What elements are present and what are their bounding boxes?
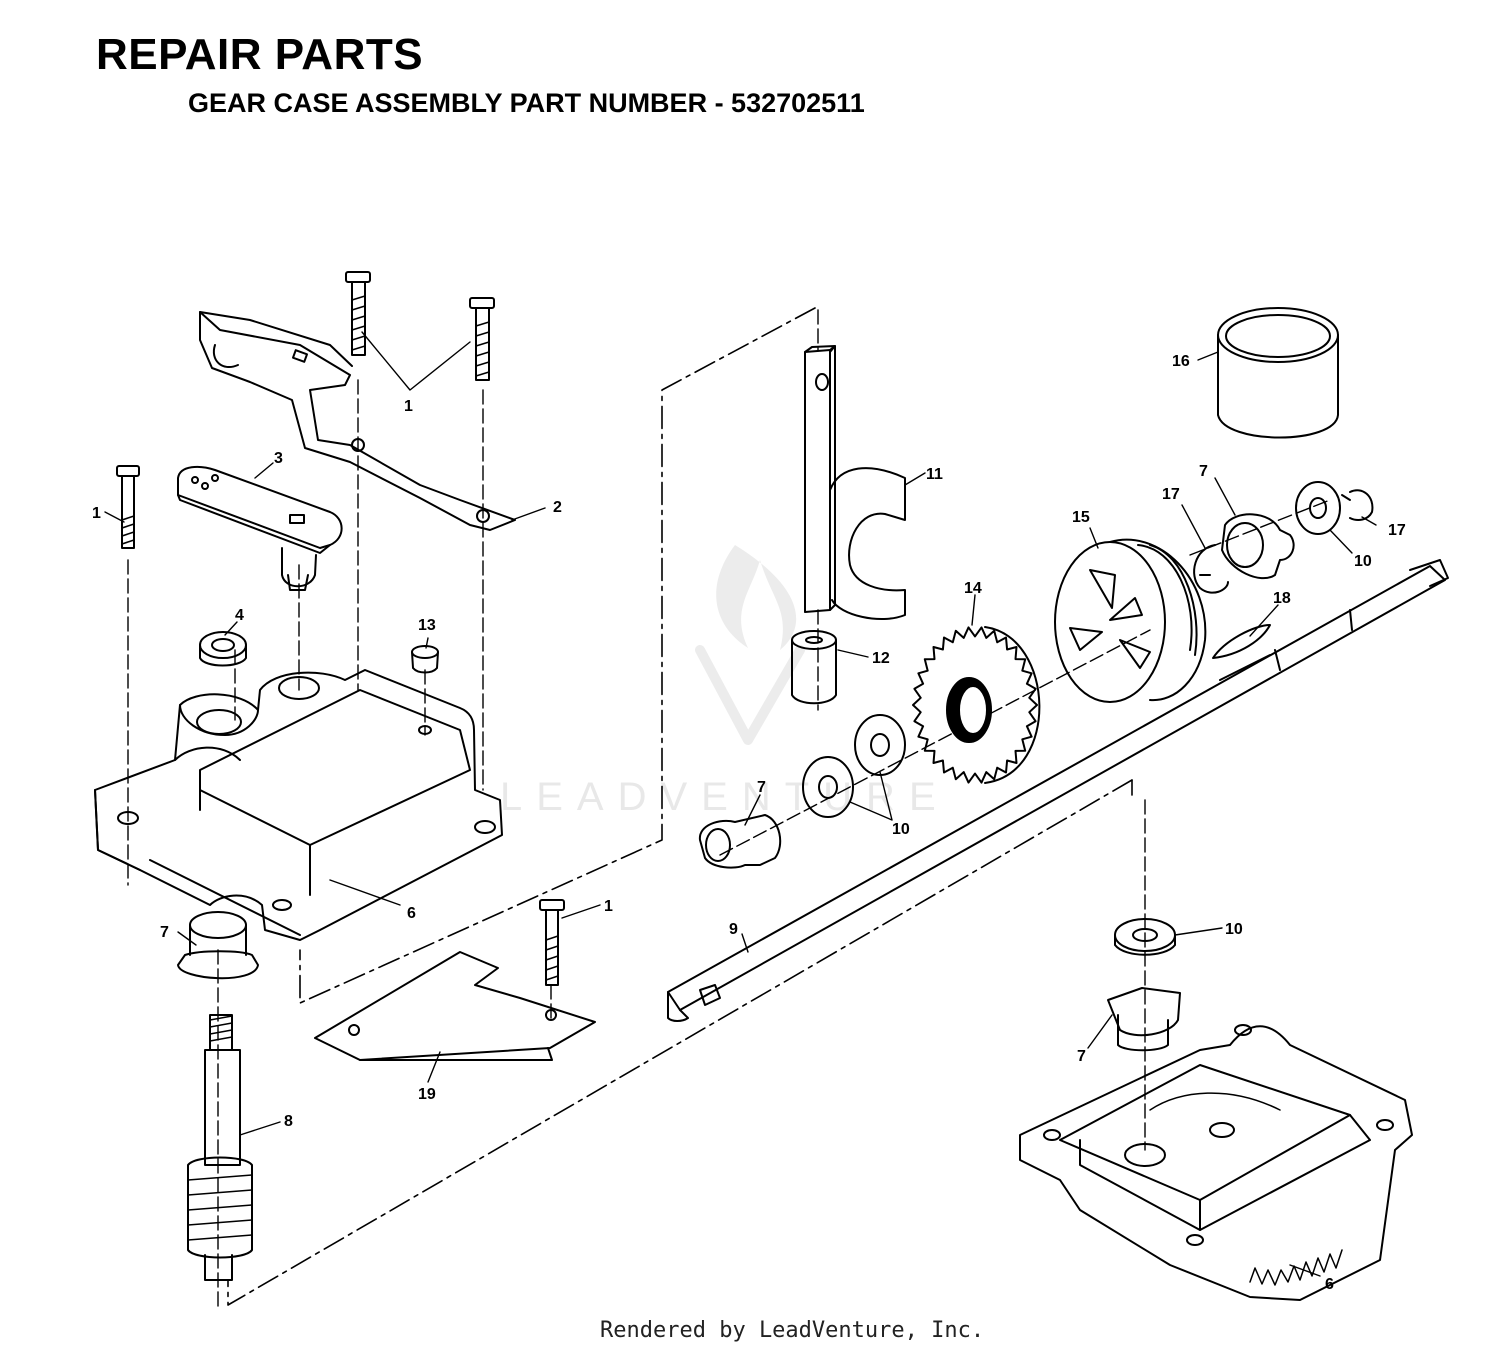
callout-6-lower: 6	[1325, 1276, 1334, 1293]
callout-12: 12	[872, 650, 890, 667]
washer-part-4	[199, 631, 247, 667]
page-title: REPAIR PARTS	[96, 30, 424, 79]
leader-lines	[104, 331, 1377, 1277]
callout-16: 16	[1172, 353, 1190, 370]
callout-7-left: 7	[160, 924, 169, 941]
callout-1-left: 1	[92, 505, 101, 522]
gear-face-edge	[984, 626, 1041, 784]
bracket-part-2	[199, 311, 516, 531]
housing-base-part-6	[1019, 1024, 1413, 1301]
axle-part-9	[667, 559, 1449, 1022]
lever-part-3	[177, 465, 343, 591]
cup-part-16	[1217, 307, 1339, 439]
callout-10-right-upper: 10	[1354, 553, 1372, 570]
phantom-outline	[227, 307, 1133, 1306]
callout-14: 14	[964, 580, 982, 597]
watermark: LEADVENTURE	[500, 545, 950, 819]
sleeve-part-12	[791, 630, 837, 705]
gear-bore-inner	[958, 685, 988, 735]
render-credit: Rendered by LeadVenture, Inc.	[600, 1318, 985, 1343]
shift-fork-part-11	[804, 345, 906, 621]
callout-9: 9	[729, 921, 738, 938]
callout-3: 3	[274, 450, 283, 467]
bolt-part-1	[116, 271, 565, 986]
callout-7-right-upper: 7	[1199, 463, 1208, 480]
callout-11: 11	[926, 466, 943, 483]
worm-shaft-part-8	[187, 1014, 253, 1281]
callout-7-right-lower: 7	[1077, 1048, 1086, 1065]
callout-10-center: 10	[892, 821, 910, 838]
gear-part-14	[912, 626, 1041, 784]
clutch-part-15	[1054, 538, 1207, 703]
plug-part-13	[411, 645, 439, 674]
callout-4: 4	[235, 607, 244, 624]
callout-6-upper: 6	[407, 905, 416, 922]
washer-part-10	[802, 481, 1341, 956]
watermark-text: LEADVENTURE	[500, 775, 950, 819]
callout-17-right: 17	[1388, 522, 1406, 539]
callout-1-top: 1	[404, 398, 413, 415]
callout-labels: 1 1 1 2 3 4 6 6 7 7 7 7 8 9 10 10 10 11 …	[92, 353, 1406, 1293]
callout-1-lower: 1	[604, 898, 613, 915]
gear-teeth	[912, 626, 1038, 784]
bushing-part-7	[177, 513, 1295, 1052]
retaining-ring-part-17	[1193, 489, 1374, 594]
callout-15: 15	[1072, 509, 1090, 526]
key-part-18	[1212, 624, 1271, 659]
assembly-centerlines	[127, 309, 1331, 1311]
callout-10-right-lower: 10	[1225, 921, 1243, 938]
watermark-v-icon	[695, 645, 805, 745]
watermark-logo-icon	[716, 545, 797, 650]
callout-17-left: 17	[1162, 486, 1180, 503]
callout-19: 19	[418, 1086, 436, 1103]
callout-13: 13	[418, 617, 436, 634]
callout-8: 8	[284, 1113, 293, 1130]
callout-2: 2	[553, 499, 562, 516]
assembly-part-number: GEAR CASE ASSEMBLY PART NUMBER - 5327025…	[188, 88, 865, 118]
housing-cover-part-6	[94, 669, 503, 941]
plate-part-19	[314, 951, 596, 1061]
callout-18: 18	[1273, 590, 1291, 607]
callout-7-center: 7	[757, 779, 766, 796]
